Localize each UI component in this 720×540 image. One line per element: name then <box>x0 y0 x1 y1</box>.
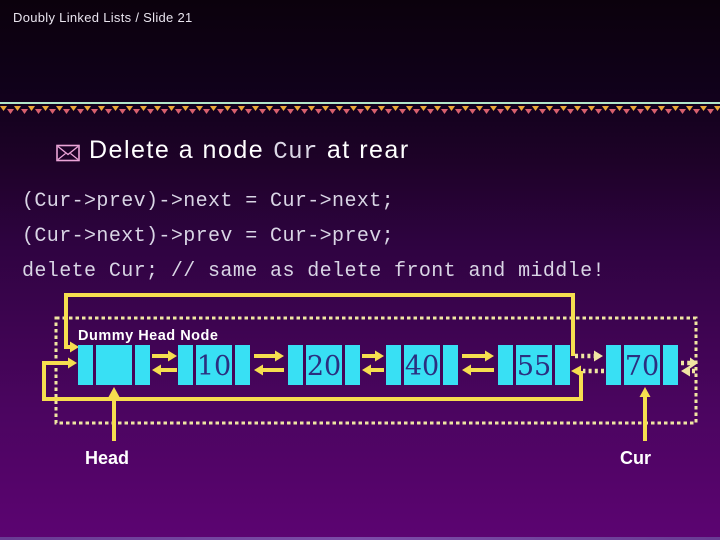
cur-label: Cur <box>620 448 651 468</box>
prev-pointer-arrows <box>152 364 494 376</box>
bullet-title: Delete a node Cur at rear <box>56 136 410 166</box>
envelope-icon <box>56 144 80 162</box>
dummy-head-label: Dummy Head Node <box>78 328 218 344</box>
title-text-before: Delete a node <box>89 136 265 164</box>
node-40-value: 40 <box>405 351 439 382</box>
code-line-1: (Cur->prev)->next = Cur->next; <box>22 190 395 213</box>
slide-header-title: Doubly Linked Lists / Slide 21 <box>13 10 193 25</box>
node-10: 10 <box>178 345 250 385</box>
code-line-2: (Cur->next)->prev = Cur->prev; <box>22 225 395 248</box>
code-line-3: delete Cur; // same as delete front and … <box>22 260 605 283</box>
title-code-term: Cur <box>273 139 318 166</box>
head-label: Head <box>85 448 129 468</box>
cur-pointer-arrow <box>639 387 651 441</box>
old-pointer-dotted-arrows <box>575 350 698 377</box>
node-40: 40 <box>386 345 458 385</box>
next-pointer-arrows <box>152 350 494 362</box>
code-block: (Cur->prev)->next = Cur->next; (Cur->nex… <box>22 184 605 289</box>
node-55-value: 55 <box>517 351 551 382</box>
node-55: 55 <box>498 345 570 385</box>
node-70: 70 <box>606 345 678 385</box>
node-10-value: 10 <box>197 351 231 382</box>
node-dummy-head <box>78 345 150 385</box>
bottom-edge-highlight <box>0 537 720 540</box>
title-text-after: at rear <box>326 136 410 164</box>
node-20-value: 20 <box>307 351 341 382</box>
divider-triangles <box>0 105 720 117</box>
diagram-dotted-border <box>54 316 698 425</box>
new-prev-pointer-loop <box>42 357 583 401</box>
head-pointer-arrow <box>108 387 120 441</box>
node-70-value: 70 <box>625 351 659 382</box>
new-next-pointer-loop <box>64 293 575 356</box>
node-20: 20 <box>288 345 360 385</box>
divider-line <box>0 102 720 104</box>
